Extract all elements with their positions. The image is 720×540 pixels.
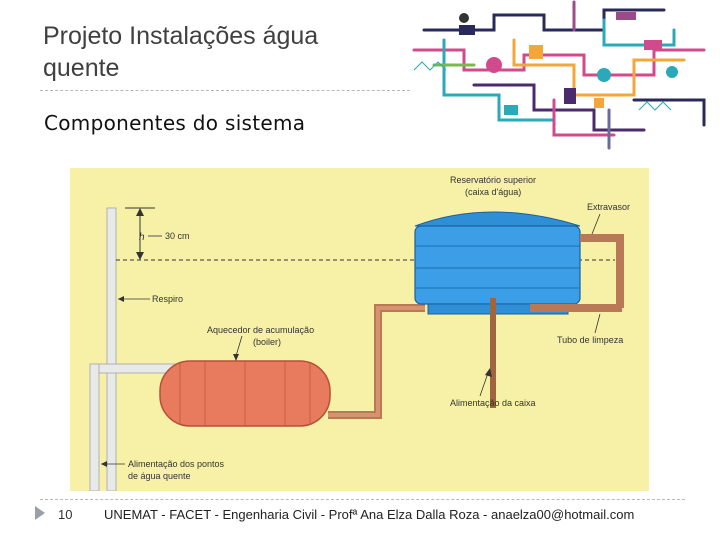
height-symbol-label: h	[139, 232, 145, 243]
vent-arrow-head	[118, 296, 124, 302]
reservoir-label-line-1: Reservatório superior	[450, 175, 536, 185]
hot-water-label-line-2: de água quente	[128, 471, 191, 481]
overflow-label: Extravasor	[587, 202, 630, 212]
boiler-label-leader	[235, 335, 243, 357]
height-arrow-head-bottom	[136, 252, 144, 260]
hot-water-system-diagram: h 30 cm Respiro Aquecedor de acumulação …	[70, 168, 649, 491]
cleaning-label: Tubo de limpeza	[557, 335, 623, 345]
page-number: 10	[58, 507, 73, 522]
hot-water-pipe-vertical	[89, 363, 100, 491]
reservoir-label-line-2: (caixa d'água)	[465, 187, 521, 197]
slide-subtitle: Componentes do sistema	[44, 111, 306, 135]
slide-title: Projeto Instalações água quente	[43, 20, 403, 84]
boiler-label-line-1: Aquecedor de acumulação	[207, 325, 314, 335]
vent-label: Respiro	[152, 294, 183, 304]
supply-arrow-head	[485, 368, 492, 377]
overflow-label-leader	[591, 213, 601, 235]
height-value-label: 30 cm	[165, 231, 190, 241]
diagram-background	[70, 168, 649, 491]
reservoir-tank	[414, 225, 581, 305]
decorative-pipes-illustration	[412, 0, 706, 150]
vent-pipe	[106, 207, 117, 491]
cleaning-label-leader	[594, 313, 601, 334]
supply-label: Alimentação da caixa	[450, 398, 536, 408]
footer-divider	[40, 499, 685, 500]
reservoir-lid	[414, 211, 581, 227]
reservoir-supply-pipe	[490, 298, 496, 408]
height-arrow-head-top	[136, 208, 144, 216]
cold-water-pipe-highlight	[328, 306, 425, 417]
hot-water-pipe-horizontal	[89, 363, 176, 374]
hot-water-arrow-head	[101, 461, 107, 467]
overflow-pipe	[580, 234, 624, 308]
title-divider	[40, 90, 410, 91]
boiler-arrow-head	[233, 354, 239, 361]
footer-credits: UNEMAT - FACET - Engenharia Civil - Prof…	[104, 507, 635, 522]
supply-label-leader	[479, 372, 489, 397]
bullet-arrow-icon	[35, 506, 45, 520]
slide-title-line-2: quente	[43, 54, 120, 82]
slide-title-line-1: Projeto Instalações água	[43, 22, 319, 50]
boiler-label-line-2: (boiler)	[253, 337, 281, 347]
hot-water-label-line-1: Alimentação dos pontos	[128, 459, 225, 469]
